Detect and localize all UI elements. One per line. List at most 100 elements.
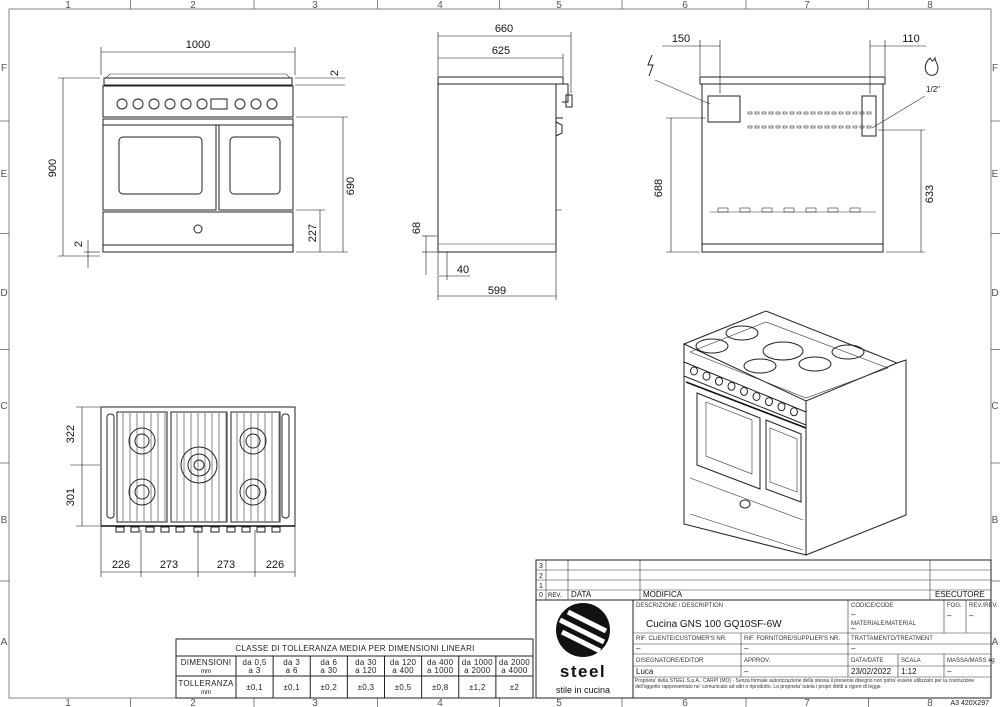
iso-knob	[690, 366, 698, 376]
vent-slot	[803, 125, 809, 129]
frame-col-label-top: 3	[312, 0, 318, 11]
scala-value: 1:12	[901, 667, 917, 676]
knob-stub	[226, 526, 236, 533]
frame-row-label-right: C	[991, 401, 998, 412]
vent-slot	[852, 125, 858, 129]
frame-col-label-top: 7	[804, 0, 810, 11]
steel-logo: steel stile in cucina	[556, 603, 610, 695]
vent-slot	[831, 111, 837, 115]
iso-knob	[715, 376, 723, 386]
rev-header: REV.	[548, 593, 562, 599]
vent-slot	[817, 125, 823, 129]
frame-row-label-right: F	[992, 63, 998, 74]
vent-slot	[845, 125, 851, 129]
knob-stub	[130, 526, 140, 533]
vent-slot	[824, 111, 830, 115]
vent-slot	[747, 111, 753, 115]
iso-burners	[695, 325, 865, 374]
rear-view: 1/2" 150 110 688 633	[647, 33, 940, 253]
vent-slot	[859, 111, 865, 115]
tol-row1-unit: mm	[201, 669, 211, 675]
knob-stub	[115, 526, 125, 533]
frame-row-label-left: C	[0, 401, 7, 412]
tol-range-top: da 400	[427, 658, 454, 667]
rev-row-2: 2	[539, 573, 543, 580]
frame-col-label-bottom: 4	[437, 698, 443, 707]
scala-label: SCALA	[901, 658, 921, 664]
rear-electric-height-dim: 688	[653, 179, 665, 197]
control-knobs	[116, 98, 278, 110]
codice-value: –	[851, 610, 856, 619]
frame-col-label-bottom: 3	[312, 698, 318, 707]
rear-electric-offset-dim: 150	[672, 33, 690, 45]
modifica-header: MODIFICA	[643, 590, 683, 599]
tol-value: ±0,8	[432, 683, 449, 692]
tolerance-table: da 0,5a 3±0,1da 3a 6±0,1da 6a 30±0,2da 3…	[175, 638, 534, 699]
vent-slot	[824, 125, 830, 129]
vent-slot	[754, 125, 760, 129]
frame-col-label-top: 5	[556, 0, 562, 11]
frame-row-label-left: B	[1, 515, 8, 526]
frame-col-label-top: 8	[927, 0, 933, 11]
fog-value: –	[947, 611, 952, 620]
brand-tagline: stile in cucina	[556, 685, 610, 695]
rev-row-3: 3	[539, 563, 543, 570]
side-plinth-depth-dim: 40	[457, 264, 469, 276]
side-view: 660 625 599 68 40	[411, 23, 573, 300]
ref-value: –	[636, 644, 641, 653]
front-foot-dim: 2	[73, 241, 85, 247]
vent-slot	[782, 125, 788, 129]
front-view: 1000 2 900 690 227 2	[47, 39, 357, 268]
vent-slot	[768, 111, 774, 115]
knob-stub	[210, 526, 220, 533]
vent-slot	[796, 125, 802, 129]
top-depth-front-dim: 322	[65, 425, 77, 443]
tol-range-top: da 0,5	[243, 658, 267, 667]
iso-knob	[740, 386, 748, 396]
tol-range-bottom: a 6	[286, 666, 298, 675]
iso-knob	[727, 381, 736, 391]
knob-stub	[145, 526, 155, 533]
electric-symbol	[647, 54, 654, 77]
tol-range-top: da 30	[355, 658, 377, 667]
frame-col-label-top: 2	[190, 0, 196, 11]
tol-range-top: da 6	[320, 658, 337, 667]
gas-connection-label: 1/2"	[926, 85, 940, 94]
tol-range-top: da 2000	[499, 658, 530, 667]
fog-label: FOG.	[947, 603, 962, 609]
vent-slot	[810, 111, 816, 115]
tol-value: ±2	[510, 683, 520, 692]
isometric-view	[682, 310, 907, 556]
iso-knob	[702, 371, 711, 381]
tol-value: ±0,1	[283, 683, 300, 692]
top-col-4-dim: 226	[266, 559, 284, 571]
rev-label: REV./REV.	[969, 603, 998, 609]
vent-slot	[789, 125, 795, 129]
frame-row-label-left: F	[1, 63, 7, 74]
front-oven-height-dim: 690	[345, 177, 357, 195]
sheet-format: A3 420X297	[950, 700, 989, 707]
rev-row-0: 0	[539, 592, 543, 599]
approv-value: –	[744, 667, 749, 676]
vent-slot	[754, 111, 760, 115]
tolerance-title: CLASSE DI TOLLERANZA MEDIA PER DIMENSION…	[235, 644, 474, 653]
vent-slot	[810, 125, 816, 129]
frame-col-label-bottom: 7	[804, 698, 810, 707]
top-col-3-dim: 273	[217, 559, 235, 571]
frame-row-label-left: E	[1, 169, 8, 180]
gas-burners	[128, 427, 267, 506]
product-description: Cucina GNS 100 GQ10SF-6W	[646, 619, 782, 630]
front-width-dim: 1000	[186, 39, 210, 51]
rev-value: –	[969, 611, 974, 620]
approv-label: APPROV.	[744, 658, 770, 664]
tol-row2-label: TOLLERANZA	[178, 679, 234, 688]
gas-flame-icon	[924, 56, 939, 76]
front-height-dim: 900	[47, 159, 59, 177]
knob-stub	[271, 526, 281, 533]
disegnatore-value: Luca	[636, 667, 654, 676]
disegnatore-label: DISEGNATORE/EDITOR	[636, 658, 704, 664]
vent-slot	[866, 125, 872, 129]
tol-row1-label: DIMENSIONI	[181, 658, 232, 667]
tol-range-bottom: a 2000	[464, 666, 491, 675]
trattamento-value: –	[851, 644, 856, 653]
